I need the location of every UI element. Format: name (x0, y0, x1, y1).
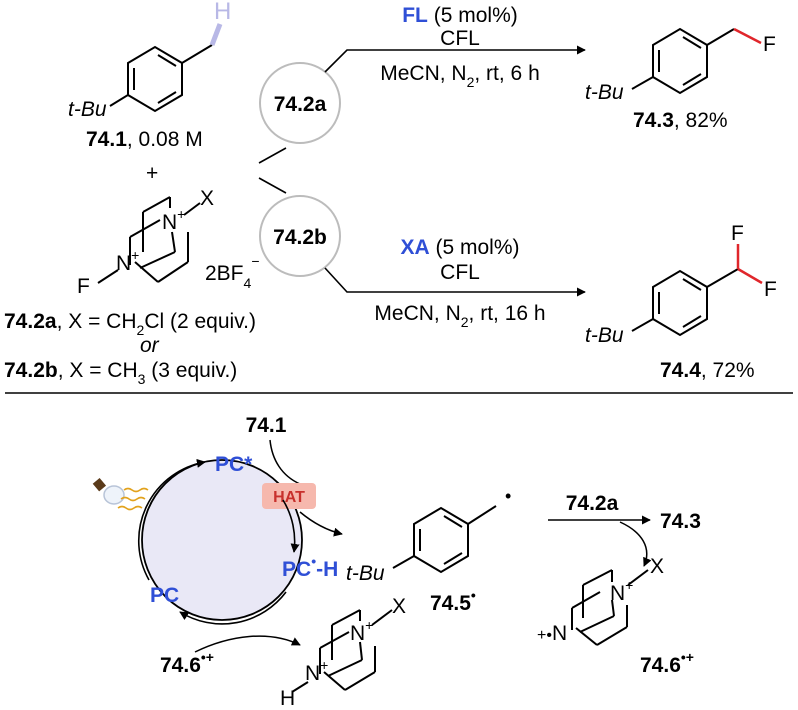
or-text: or (140, 334, 160, 357)
reagent-f-label: F (77, 275, 90, 298)
pc-excited: PC* (215, 453, 253, 476)
cycle-arrow-pch-to-pc (179, 591, 287, 625)
radical-cation-release-arrow (619, 521, 652, 567)
condition-a-solvent: MeCN, N2, rt, 6 h (380, 62, 540, 90)
pc-reduced-h: PC•-H (282, 553, 338, 581)
radical-caption: 74.5• (430, 587, 476, 615)
cycle-arrow-to-pch (282, 499, 300, 553)
reaction-arrow-a (324, 45, 586, 73)
mech-sm-label: 74.1 (246, 414, 287, 437)
reagent-74-2a-caption: 74.2a, X = CH2Cl (2 equiv.) (4, 310, 256, 338)
reagent-n-plus-top: N+ (162, 206, 185, 234)
rc2-n-radical-bottom: +•N (537, 622, 567, 645)
rc2-n-plus-top: N+ (610, 577, 633, 605)
reagent-n-plus-bottom: N+ (116, 247, 139, 275)
mech-radical-cation-label: 74.6•+ (160, 649, 214, 677)
product-a-caption: 74.3, 82% (633, 109, 728, 132)
radical-cation-structure (571, 569, 649, 646)
rc2-caption: 74.6•+ (640, 649, 694, 677)
plus-sign: + (146, 162, 158, 185)
cycle-arrow-pc-to-pcstar (137, 458, 206, 581)
product-74-3 (631, 27, 735, 95)
rc2-x-label: X (650, 555, 664, 578)
hat-to-radical-arrow (299, 511, 343, 537)
set-curved-arrow (194, 635, 301, 653)
condition-b-catalyst: XA (5 mol%) (400, 236, 519, 259)
product-74-4 (631, 268, 739, 337)
hat-badge (262, 483, 316, 509)
reaction-arrow-b (324, 267, 586, 297)
product-a-cf-bond (733, 27, 762, 45)
branch-connector (258, 147, 287, 194)
protonated-x-label: X (392, 595, 406, 618)
protonated-n-plus-top: N+ (350, 617, 373, 645)
lightbulb-icon (92, 477, 125, 505)
circle-label-74-2a: 74.2a (274, 93, 327, 116)
reagent-counterion: 2BF4− (205, 253, 260, 291)
highlighted-h-atom: H (214, 0, 231, 25)
highlighted-ch-bond (209, 23, 223, 46)
product-b-caption: 74.4, 72% (660, 359, 755, 382)
protonated-n-plus-bottom: N+ (305, 657, 328, 685)
starting-material-74-1 (109, 44, 213, 113)
reagent-circle-74-2b (259, 195, 341, 277)
product-a-f-atom: F (763, 33, 776, 56)
condition-a-catalyst: FL (5 mol%) (402, 4, 518, 27)
product-b-tbu: t-Bu (585, 324, 624, 347)
benzyl-radical-74-5 (392, 505, 497, 574)
sm-caption: 74.1, 0.08 M (86, 128, 203, 151)
fluorination-reagent-label: 74.2a (566, 492, 619, 515)
pc-ground: PC (150, 584, 179, 607)
light-rays-icon (117, 487, 149, 511)
protonated-amine-structure (291, 609, 393, 693)
circle-label-74-2b: 74.2b (273, 226, 327, 249)
protonated-h-label: H (280, 687, 295, 710)
reagent-bicyclic-structure (97, 196, 201, 284)
product-b-f-atom-top: F (731, 222, 744, 245)
hat-label: HAT (273, 489, 305, 506)
sm-tbu-label: t-Bu (68, 98, 107, 121)
product-a-tbu: t-Bu (585, 81, 624, 104)
condition-b-solvent: MeCN, N2, rt, 16 h (374, 302, 545, 330)
reagent-circle-74-2a (259, 62, 341, 144)
product-b-cf-bond-right (737, 267, 763, 285)
product-b-f-atom-right: F (764, 278, 777, 301)
fluorination-product-label: 74.3 (660, 510, 701, 533)
reagent-74-2b-caption: 74.2b, X = CH3 (3 equiv.) (4, 359, 237, 387)
radical-tbu-label: t-Bu (346, 562, 385, 585)
condition-a-light: CFL (440, 27, 480, 50)
benzyl-radical-dot: • (505, 486, 511, 506)
mech-sm-curved-line (269, 439, 301, 485)
reagent-x-label: X (200, 187, 214, 210)
condition-b-light: CFL (440, 261, 480, 284)
